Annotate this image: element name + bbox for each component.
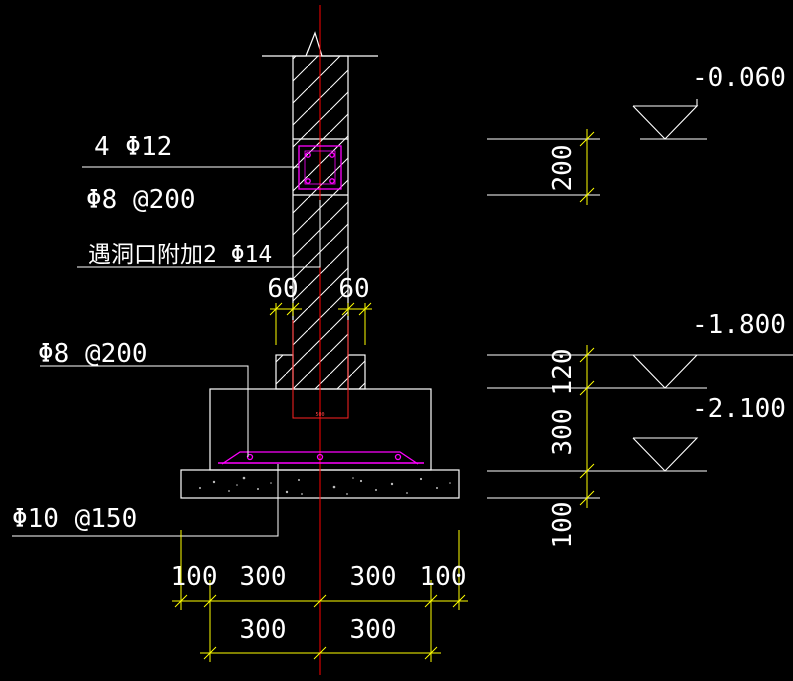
- dim-wall-right: 60: [338, 274, 369, 304]
- dist-bar: [394, 453, 402, 461]
- ring-beam-rebar: [298, 145, 342, 190]
- leaders: [12, 166, 321, 537]
- dim-row1-3: 300: [350, 562, 397, 592]
- dim-row2-2: 300: [350, 615, 397, 645]
- bottom-bar: [221, 451, 419, 465]
- wall-dowel-bar: [292, 320, 349, 419]
- dim-row1-2: 300: [240, 562, 287, 592]
- dowel-tag: 500: [315, 412, 324, 418]
- label-opening-note: 遇洞口附加2 Φ14: [88, 242, 272, 268]
- elevation-middle: -1.800: [692, 310, 786, 340]
- main-bar: [329, 178, 335, 184]
- label-main-bars: 4 Φ12: [94, 132, 172, 162]
- main-bar: [305, 152, 311, 158]
- step-left: [275, 354, 294, 390]
- label-stirrups-col: Φ8 @200: [86, 185, 196, 215]
- footing-rebar: [218, 451, 424, 465]
- label-bottom-mesh: Φ10 @150: [12, 504, 137, 534]
- dim-row1-1: 100: [171, 562, 218, 592]
- main-bar: [329, 152, 335, 158]
- dim-wall-left: 60: [267, 274, 298, 304]
- elevation-markers: [487, 99, 793, 499]
- elevation-top: -0.060: [692, 63, 786, 93]
- elevation-bottom: -2.100: [692, 394, 786, 424]
- elev-marker-top: [632, 105, 699, 140]
- main-bar: [305, 178, 311, 184]
- dim-row1-4: 100: [420, 562, 467, 592]
- dim-v-300: 300: [548, 409, 578, 456]
- label-stirrups-footing: Φ8 @200: [38, 339, 148, 369]
- dim-row2-1: 300: [240, 615, 287, 645]
- dist-bar: [316, 453, 324, 461]
- dimension-lines: [172, 129, 595, 662]
- elev-marker-middle: [632, 354, 699, 389]
- elev-marker-bottom: [632, 437, 699, 472]
- step-right: [347, 354, 366, 390]
- annotations: 4 Φ12 Φ8 @200 遇洞口附加2 Φ14 Φ8 @200 Φ10 @15…: [12, 63, 786, 645]
- pad-speckle: [199, 476, 451, 495]
- dim-v-100: 100: [548, 502, 578, 549]
- dim-v-120: 120: [548, 349, 578, 396]
- dim-v-200: 200: [548, 145, 578, 192]
